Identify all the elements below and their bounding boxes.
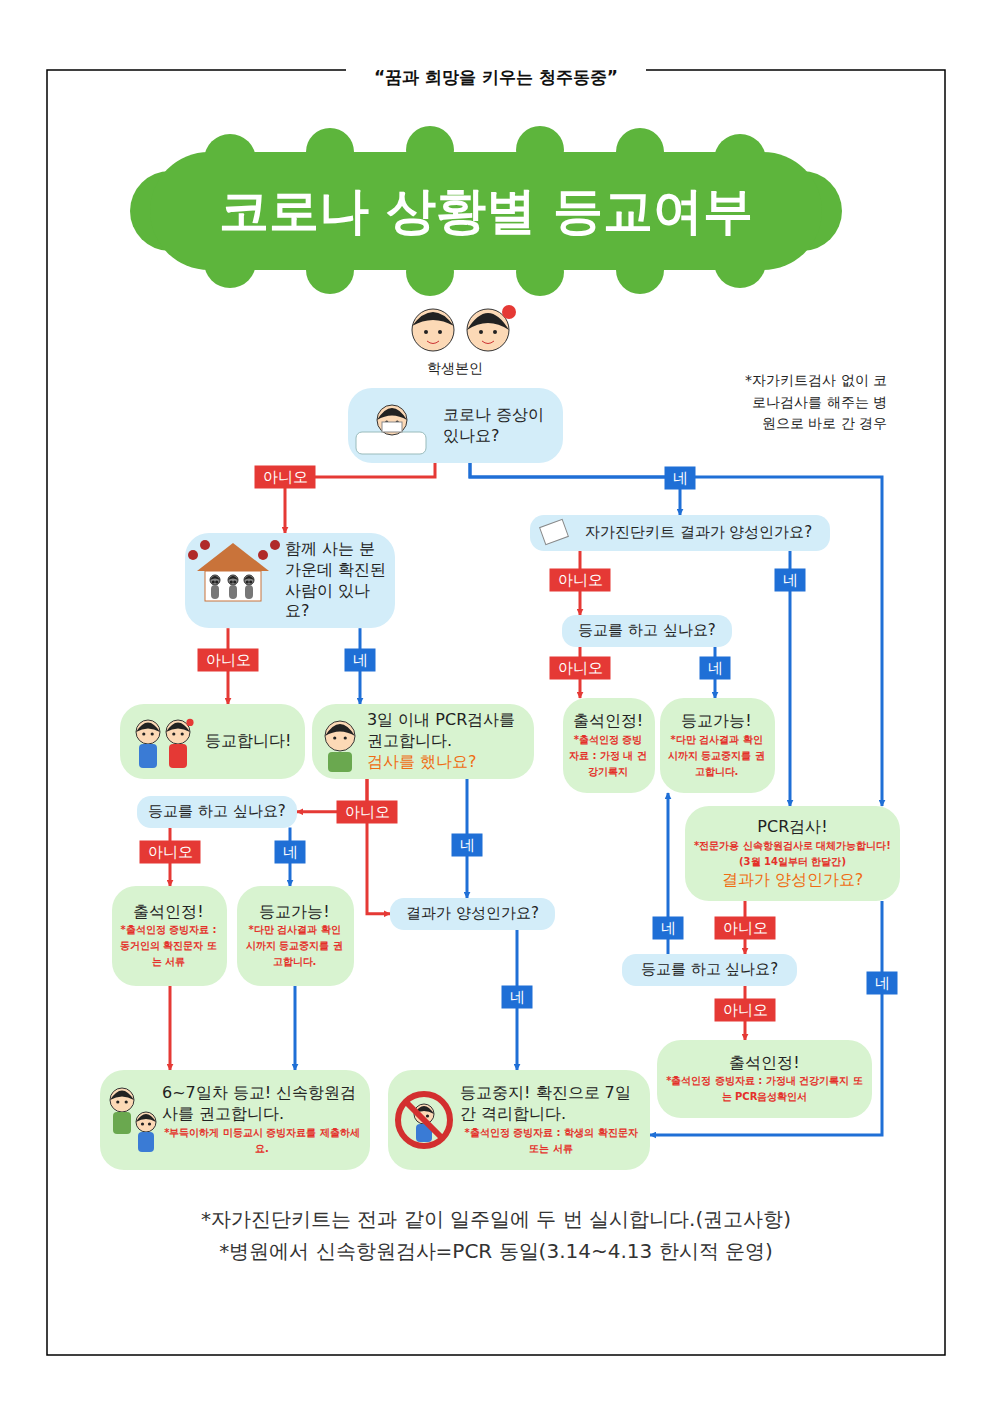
edge-label: 아니오 [550,569,611,592]
student-faces [412,305,516,351]
question-pill: 결과가 양성인가요? [390,898,555,930]
note-text: *출석인정 증빙자료 : 가정내 건강기록지 또는 PCR음성확인서 [665,1073,864,1105]
node-text: 결과가 양성인가요? [693,870,892,891]
title-cloud [130,126,842,296]
note-text: *부득이하게 미등교시 증빙자료를 제출하세요. [162,1125,362,1157]
edge-label: 네 [275,841,306,864]
edge-label: 아니오 [550,657,611,680]
note-text: *출석인정 증빙자료 : 가정 내 건강기록지 [569,732,647,780]
note-text: *다만 검사결과 확인 시까지 등교중지를 권고합니다. [666,732,767,780]
edge-label: 아니오 [198,649,259,672]
node-text: 등교가능! [666,711,767,732]
result-box: 6~7일차 등교! 신속항원검사를 권고합니다.*부득이하게 미등교시 증빙자료… [100,1070,370,1170]
node-icon [348,388,443,463]
edge-label: 아니오 [337,800,398,823]
edge-label: 네 [345,649,376,672]
question-pill: 등교를 하고 싶나요? [622,954,797,986]
result-box: 출석인정!*출석인정 증빙자료 : 가정 내 건강기록지 [563,698,655,793]
flow-arrow [650,901,882,1135]
question-pill: 등교를 하고 싶나요? [137,796,297,828]
result-box: 출석인정!*출석인정 증빙자료 : 가정내 건강기록지 또는 PCR음성확인서 [657,1040,872,1118]
node-text: 함께 사는 분 가운데 확진된 사람이 있나요? [285,539,387,622]
node-icon [312,704,367,779]
result-box: PCR검사!*전문가용 신속항원검사로 대체가능합니다! (3월 14일부터 한… [685,806,900,901]
edge-label: 네 [867,972,898,995]
node-text: 검사를 했나요? [367,752,526,773]
student-caption: 학생본인 [405,360,505,378]
node-text: 출석인정! [118,902,219,923]
decision-box: 코로나 증상이 있나요? [348,388,563,463]
node-text: 6~7일차 등교! 신속항원검사를 권고합니다. [162,1083,362,1125]
result-box: 등교가능!*다만 검사결과 확인 시까지 등교중지를 권고합니다. [660,698,775,793]
node-text: 등교를 하고 싶나요? [630,960,789,980]
node-text: 코로나 증상이 있나요? [443,405,555,447]
edge-label: 아니오 [715,999,776,1022]
side-note: *자가키트검사 없이 코로나검사를 해주는 병원으로 바로 간 경우 [745,370,887,435]
question-pill: 등교를 하고 싶나요? [562,615,732,647]
edge-label: 네 [700,657,731,680]
edge-label: 아니오 [255,466,316,489]
result-box: 3일 이내 PCR검사를 권고합니다.검사를 했나요? [312,704,534,779]
node-text: 등교를 하고 싶나요? [145,802,289,822]
question-pill: 자가진단키트 결과가 양성인가요? [530,515,830,551]
page-frame [47,70,945,1355]
result-box: 등교합니다! [120,704,305,779]
node-text: 등교를 하고 싶나요? [570,621,724,641]
node-text: 결과가 양성인가요? [398,904,547,924]
edge-label: 네 [502,986,533,1009]
node-icon [530,515,575,551]
node-text: 등교가능! [243,902,346,923]
node-text: 3일 이내 PCR검사를 권고합니다. [367,710,526,752]
node-text: 자가진단키트 결과가 양성인가요? [575,523,822,543]
decision-box: 함께 사는 분 가운데 확진된 사람이 있나요? [185,533,395,628]
note-text: *전문가용 신속항원검사로 대체가능합니다! (3월 14일부터 한달간) [693,838,892,870]
note-text: *다만 검사결과 확인 시까지 등교중지를 권고합니다. [243,922,346,970]
footnote: *자가진단키트는 전과 같이 일주일에 두 번 실시합니다.(권고사항) [110,1206,882,1233]
result-box: 등교중지! 확진으로 7일간 격리합니다.*출석인정 증빙자료 : 학생의 확진… [388,1070,650,1170]
flow-arrow [367,779,390,914]
footnote: *병원에서 신속항원검사=PCR 동일(3.14~4.13 한시적 운영) [110,1238,882,1265]
edge-label: 네 [653,917,684,940]
result-box: 등교가능!*다만 검사결과 확인 시까지 등교중지를 권고합니다. [237,886,354,986]
flow-arrow [169,986,172,1070]
edge-label: 네 [665,467,696,490]
note-text: *출석인정 증빙자료 : 학생의 확진문자 또는 서류 [460,1125,642,1157]
node-icon [120,704,205,779]
result-box: 출석인정!*출석인정 증빙자료 : 동거인의 확진문자 또는 서류 [112,886,227,986]
school-motto: “꿈과 희망을 키우는 청주동중” [346,66,646,89]
node-icon [185,533,285,608]
edge-label: 네 [452,834,483,857]
node-text: 출석인정! [569,711,647,732]
edge-label: 아니오 [140,841,201,864]
flow-arrow [470,463,680,515]
node-text: 출석인정! [665,1053,864,1074]
node-icon [388,1070,460,1170]
node-text: PCR검사! [693,817,892,838]
node-text: 등교합니다! [205,731,297,752]
title: 코로나 상황별 등교여부 [150,152,822,270]
edge-label: 아니오 [715,917,776,940]
node-icon [100,1070,162,1170]
note-text: *출석인정 증빙자료 : 동거인의 확진문자 또는 서류 [118,922,219,970]
node-text: 등교중지! 확진으로 7일간 격리합니다. [460,1083,642,1125]
flow-arrow [294,986,297,1070]
edge-label: 네 [775,569,806,592]
